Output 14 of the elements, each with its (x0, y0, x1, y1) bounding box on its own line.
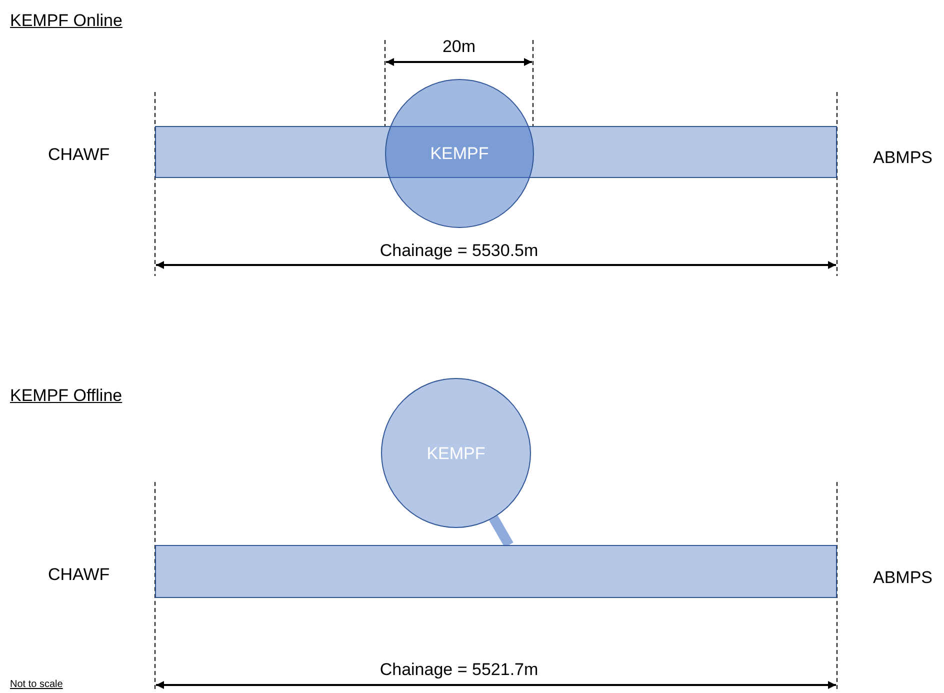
section-heading: KEMPF Offline (10, 387, 122, 404)
note: Not to scale (10, 680, 63, 690)
dimension-label: Chainage = 5530.5m (378, 242, 540, 259)
endpoint-label: CHAWF (48, 146, 110, 163)
section-heading: KEMPF Online (10, 12, 122, 29)
node-label: KEMPF (426, 444, 486, 462)
endpoint-label: ABMPS (873, 149, 933, 166)
pipe-bar (155, 126, 837, 178)
dimension-label: Chainage = 5521.7m (378, 661, 540, 678)
pipe-bar (155, 545, 837, 598)
node-label: KEMPF (430, 145, 489, 162)
endpoint-label: CHAWF (48, 566, 110, 583)
connector-pipe (489, 516, 514, 548)
endpoint-label: ABMPS (873, 569, 933, 586)
